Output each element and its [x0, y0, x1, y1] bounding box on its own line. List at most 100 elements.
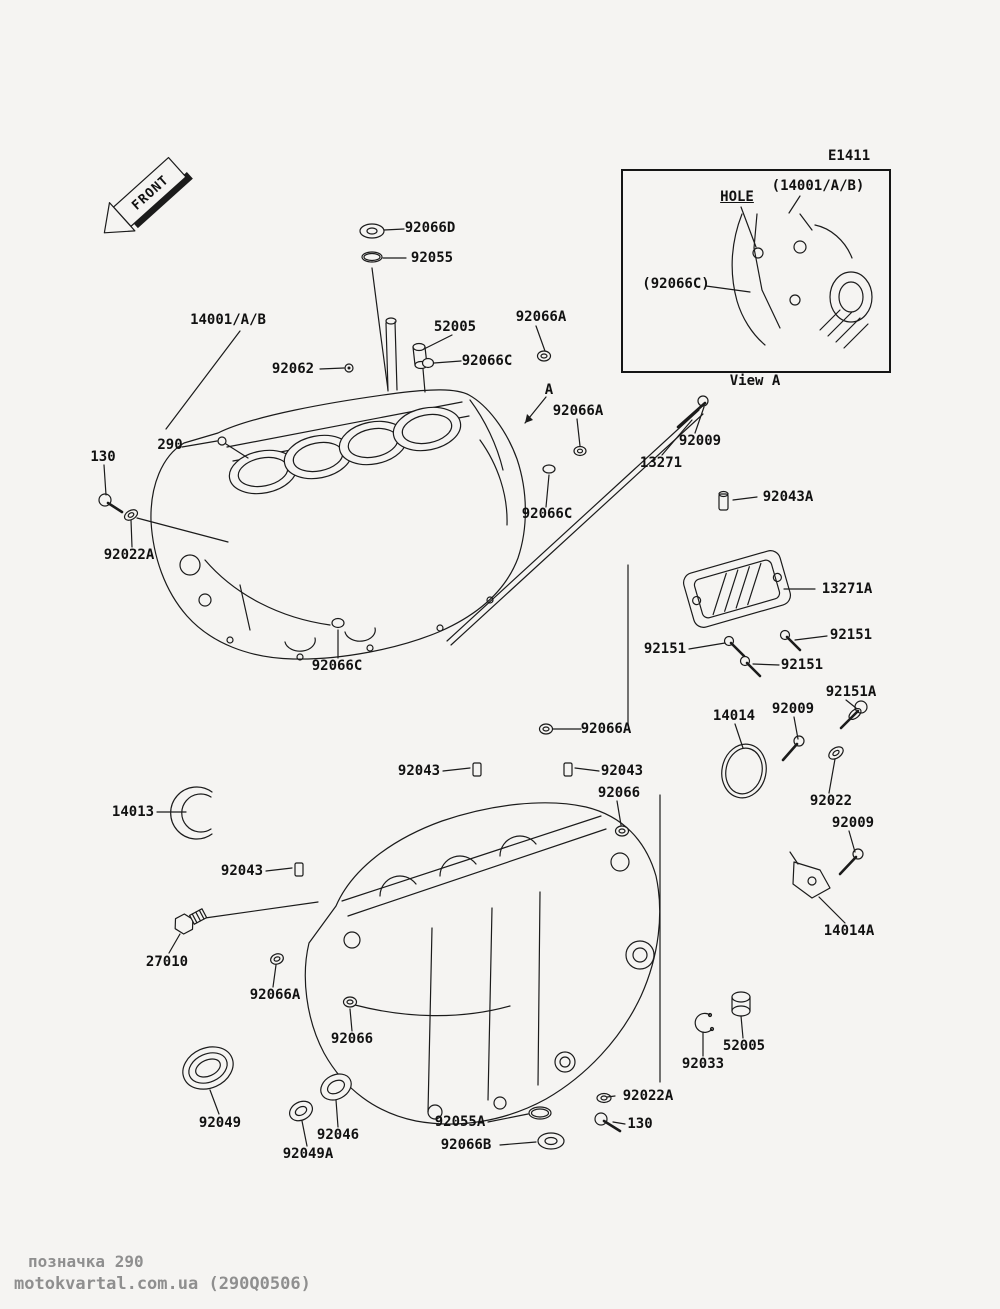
part-label-92043-25: 92043 [397, 763, 441, 779]
part-label-92022a-14: 92022A [103, 547, 155, 563]
part-label-92066c-15: 92066C [521, 506, 573, 522]
part-label-14013-30: 14013 [111, 804, 155, 820]
part-label-92009-29: 92009 [831, 815, 875, 831]
part-label-92009-9: 92009 [678, 433, 722, 449]
plug-92066a-2 [573, 445, 587, 457]
switch-27010 [174, 908, 208, 935]
part-label-92046-39: 92046 [316, 1127, 360, 1143]
bolt-92009-top [676, 395, 709, 429]
upper-crankcase-drawing [150, 267, 526, 661]
part-label-92055-1: 92055 [410, 250, 454, 266]
dowel-52005-top [412, 342, 428, 393]
part-label-a-7: A [544, 382, 554, 398]
part-label-92066a-4: 92066A [515, 309, 567, 325]
collar-52005-low [731, 991, 751, 1017]
part-label-92066a-22: 92066A [580, 721, 632, 737]
circlip-92033 [694, 1012, 715, 1033]
part-label-13271-12: 13271 [639, 455, 683, 471]
bolt-92062 [344, 363, 354, 373]
part-label-92066a-8: 92066A [552, 403, 604, 419]
pin-92043-1 [472, 762, 482, 777]
view-a-box [621, 169, 891, 373]
bolt-130-top [98, 493, 124, 514]
part-label-92043-31: 92043 [220, 863, 264, 879]
part-label-92009-24: 92009 [771, 701, 815, 717]
watermark-line1: позначка 290 [28, 1252, 144, 1271]
part-label-13271a-17: 13271A [821, 581, 873, 597]
oring-14014 [721, 743, 767, 799]
leader-lines [103, 228, 857, 1147]
part-label-14001-a-b-2: 14001/A/B [190, 312, 266, 328]
part-label-92043-26: 92043 [600, 763, 644, 779]
part-label-92043a-13: 92043A [762, 489, 814, 505]
plug-92066-low [342, 996, 358, 1008]
part-label-92151-19: 92151 [643, 641, 687, 657]
routing-lines [136, 517, 661, 1083]
bolt-130-low [594, 1112, 622, 1133]
bolt-92151-1 [723, 635, 746, 658]
plug-92066a-low [270, 953, 284, 965]
view-a-drawing [705, 195, 873, 349]
part-label-92022a-43: 92022A [622, 1088, 674, 1104]
part-label-27010-33: 27010 [145, 954, 189, 970]
part-label-92049a-40: 92049A [282, 1146, 334, 1162]
part-label-92049-38: 92049 [198, 1115, 242, 1131]
part-label-92033-37: 92033 [681, 1056, 725, 1072]
part-label-92151a-21: 92151A [825, 684, 877, 700]
part-label-92066b-42: 92066B [440, 1137, 492, 1153]
plug-92066c-mid [542, 464, 556, 474]
pin-92043a [718, 490, 729, 511]
bracket-14014a [789, 851, 831, 899]
part-label-92066-35: 92066 [330, 1031, 374, 1047]
part-label-52005-3: 52005 [433, 319, 477, 335]
washer-92022 [828, 746, 844, 760]
part-label-92062-5: 92062 [271, 361, 315, 377]
oring-92055a [528, 1106, 552, 1120]
diagram-code: E1411 [828, 148, 871, 164]
bearing-92046 [320, 1073, 352, 1101]
part-label-130-44: 130 [627, 1116, 653, 1132]
part-label-92066c-6: 92066C [461, 353, 513, 369]
part-label-92022-28: 92022 [809, 793, 853, 809]
oring-92055 [361, 251, 383, 263]
view-a-ref-plug: (92066C) [642, 276, 710, 292]
plug-92066a-mid [538, 723, 554, 735]
bolt-92151a [839, 700, 868, 730]
part-label-92066a-34: 92066A [249, 987, 301, 1003]
breather-pipe [446, 409, 704, 646]
front-arrow: FRONT [103, 156, 193, 234]
plug-92066-up [614, 825, 630, 837]
part-label-130-10: 130 [90, 449, 116, 465]
plate-13271a [682, 550, 792, 628]
bolt-92151-3 [779, 629, 802, 652]
view-a-ref-case: (14001/A/B) [771, 178, 865, 194]
pin-92043-3 [294, 862, 304, 877]
part-label-14014-23: 14014 [712, 708, 756, 724]
plug-92066a-top [536, 350, 552, 362]
halfring-14013 [170, 786, 213, 840]
pin-92043-2 [563, 762, 573, 777]
plug-92066c-top [421, 357, 435, 369]
hole-label: HOLE [720, 189, 754, 205]
part-label-52005-36: 52005 [722, 1038, 766, 1054]
bolt-92009-low [838, 848, 864, 876]
small-parts [98, 223, 868, 1150]
part-label-92066d-0: 92066D [404, 220, 456, 236]
bolt-92009-mid [781, 735, 805, 762]
watermark-line2: motokvartal.com.ua (290Q0506) [14, 1274, 311, 1294]
bolt-290 [217, 436, 249, 459]
washer-92022a-low [596, 1092, 612, 1104]
view-a-caption: View A [729, 373, 781, 389]
part-label-92151-18: 92151 [829, 627, 873, 643]
seal-92049 [182, 1046, 234, 1090]
part-label-290-11: 290 [157, 437, 183, 453]
washer-92022a-top [123, 509, 139, 521]
lower-crankcase-drawing [304, 802, 661, 1125]
plug-92066c-bottom [331, 617, 345, 629]
oil-cap-92066d [359, 223, 385, 239]
cap-92066b [537, 1132, 565, 1150]
bolt-92151-2 [739, 655, 762, 678]
part-label-92151-20: 92151 [780, 657, 824, 673]
